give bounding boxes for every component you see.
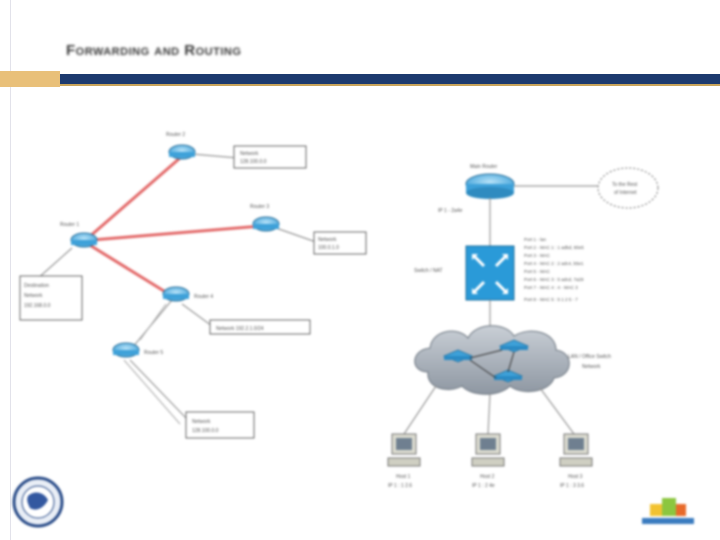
- link-r5-box-b: [123, 359, 181, 425]
- info-box-network-b: Network 100.0.1.0: [313, 231, 367, 255]
- host-3: Host 3 IP 1 : 3 3.6: [559, 433, 593, 489]
- computer-icon: [559, 433, 593, 467]
- info-box-destination: Destination Network 192.168.0.0: [19, 275, 83, 321]
- switch: Switch / NAT: [414, 245, 515, 301]
- info-box-network-d: Network 128.100.0.0: [185, 411, 255, 439]
- router-3: Router 3: [250, 204, 280, 232]
- port-label: Port 8 - MAC 5 : 5 1 2 5 - 7: [524, 297, 578, 302]
- port-label: Port 2 - MAC 1 : 1 adbd, 80e5: [524, 245, 584, 250]
- info-line: 128.100.0.0: [192, 428, 219, 434]
- info-line: Destination: [24, 283, 49, 289]
- port-label: Port 4 - MAC 2 : 2 adc4, b5e1: [524, 261, 584, 266]
- title-bar-band: [60, 74, 720, 84]
- link-r1-box: [35, 247, 73, 281]
- host-1: Host 1 IP 1 : 1 2.6: [387, 433, 421, 489]
- info-line: Network: [24, 293, 43, 299]
- router-4: Router 4: [162, 286, 213, 302]
- host-address: IP 1 : 3 3.6: [560, 483, 584, 489]
- link-r2-box: [191, 153, 239, 159]
- link-r1-r4: [87, 242, 173, 298]
- publisher-logo: [642, 498, 694, 524]
- cloud-line: of Internet: [614, 190, 637, 196]
- computer-icon: [387, 433, 421, 467]
- router-label: Router 3: [250, 204, 269, 210]
- right-lan-diagram: Main Router IP 1 - 2a4e To the Rest of I…: [387, 164, 659, 489]
- internet-cloud: To the Rest of Internet: [597, 167, 659, 209]
- title-bar-underline: [60, 84, 720, 86]
- router-label: Router 4: [194, 294, 213, 300]
- cloud-line: LAN / Office Switch: [568, 354, 611, 360]
- gateway-router: Main Router IP 1 - 2a4e: [438, 164, 515, 214]
- link-lan-host-3: [539, 387, 575, 435]
- switch-label: Switch / NAT: [414, 268, 443, 274]
- slide-title: Forwarding and Routing: [66, 42, 242, 59]
- info-line: Network: [240, 151, 259, 157]
- router-5: Router 5: [112, 342, 163, 358]
- publisher-logo-icon: [642, 498, 694, 524]
- host-address: IP 1 : 1 2.6: [388, 483, 412, 489]
- port-label: Port 5 - MAC: [524, 269, 551, 274]
- router-2: Router 2: [166, 132, 196, 160]
- host-address: IP 1 : 2 4e: [472, 483, 495, 489]
- cloud-icon: [414, 325, 570, 395]
- port-label: Port 7 - MAC 4 : 4 - MAC 3: [524, 285, 578, 290]
- slide-left-rule: [10, 0, 11, 540]
- gateway-caption: IP 1 - 2a4e: [438, 208, 463, 214]
- host-name: Host 2: [480, 474, 495, 480]
- gateway-label: Main Router: [470, 164, 498, 170]
- link-lan-host-1: [403, 385, 437, 435]
- router-1: Router 1: [60, 222, 98, 248]
- port-label: Port 1 - lan: [524, 237, 547, 242]
- link-r4-box-b: [139, 303, 167, 341]
- host-2: Host 2 IP 1 : 2 4e: [471, 433, 505, 489]
- host-name: Host 1: [396, 474, 411, 480]
- host-name: Host 3: [568, 474, 583, 480]
- title-bar: [0, 71, 720, 87]
- info-line: Network 192.2.1.0/24: [216, 326, 264, 332]
- link-r5-box: [129, 359, 187, 419]
- info-box-network-a: Network 128.100.0.0: [233, 145, 307, 169]
- computer-icon: [471, 433, 505, 467]
- link-lan-host-2: [487, 393, 491, 435]
- cloud-line: To the Rest: [612, 182, 638, 188]
- port-label: Port 6 - MAC 3 : 5 adcd, 7a29: [524, 277, 584, 282]
- router-label: Router 2: [166, 132, 185, 138]
- info-line: Network: [192, 419, 211, 425]
- cloud-icon: [597, 167, 659, 209]
- info-line: Network: [318, 237, 337, 243]
- university-seal: [12, 476, 64, 528]
- info-line: 128.100.0.0: [240, 159, 267, 165]
- info-box-network-c: Network 192.2.1.0/24: [209, 319, 311, 335]
- link-r1-r3: [91, 224, 263, 242]
- cloud-line: Network: [582, 364, 601, 370]
- router-label: Router 5: [144, 350, 163, 356]
- left-routing-diagram: Router 1 Router 2 Router 3 Router 4 Rout…: [19, 132, 367, 439]
- title-bar-accent: [0, 71, 60, 87]
- lan-switches: [442, 339, 530, 383]
- link-r1-r2: [87, 156, 181, 240]
- port-list: Port 1 - lan Port 2 - MAC 1 : 1 adbd, 80…: [524, 237, 584, 302]
- port-label: Port 3 - MAC: [524, 253, 551, 258]
- info-line: 100.0.1.0: [318, 245, 339, 251]
- link-r4-box: [181, 303, 213, 327]
- info-line: 192.168.0.0: [24, 303, 51, 309]
- lan-cloud: LAN / Office Switch Network: [414, 325, 611, 395]
- router-label: Router 1: [60, 222, 79, 228]
- link-r3-box: [275, 227, 317, 243]
